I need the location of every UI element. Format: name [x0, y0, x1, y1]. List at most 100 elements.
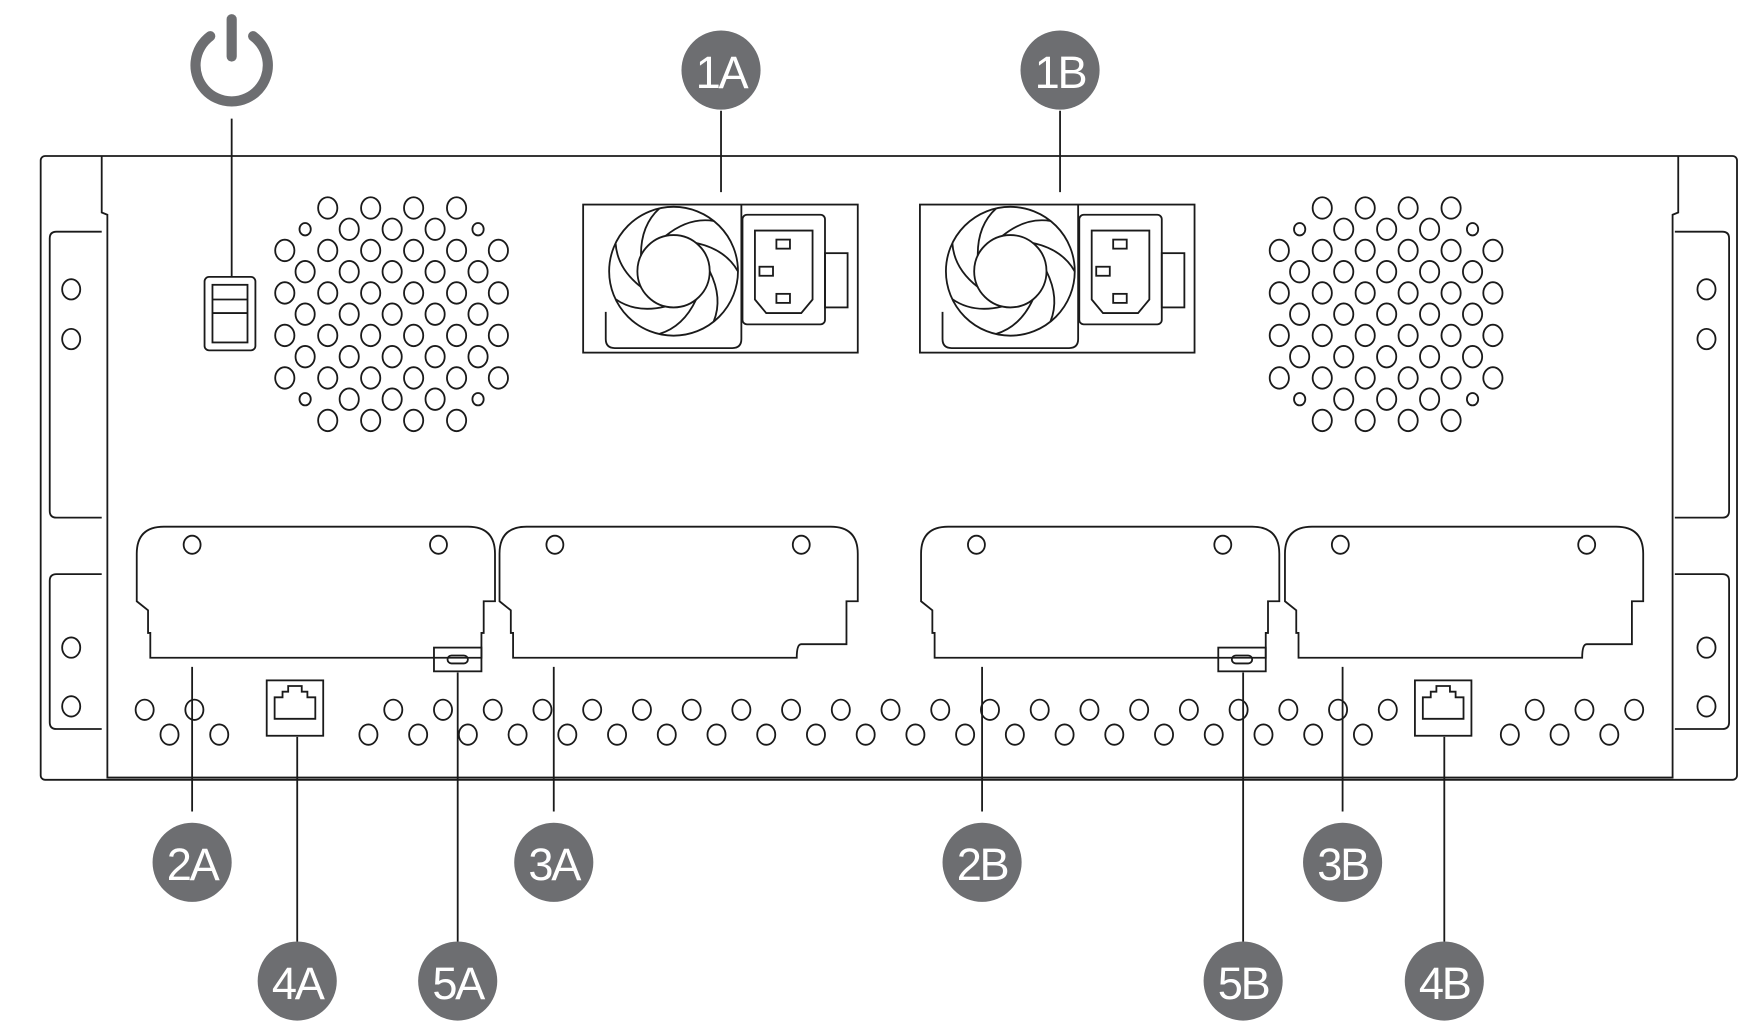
callout-label: 3A [528, 839, 582, 890]
fan-blade [951, 243, 979, 288]
vent-hole [791, 534, 811, 555]
vent-hole [880, 698, 901, 721]
callout-3A: 3A [514, 666, 594, 902]
vent-hole [1311, 196, 1333, 220]
mounting-holes [61, 278, 1717, 718]
vent-hole [1268, 238, 1290, 263]
vent-hole [1333, 387, 1355, 411]
rj45-frame [1414, 679, 1473, 737]
vent-hole [274, 366, 296, 390]
vent-hole [656, 723, 677, 746]
power-icon [190, 14, 273, 277]
vent-hole [1333, 217, 1355, 241]
fan-blade [951, 298, 1003, 310]
vent-hole [731, 698, 752, 721]
module-2B [920, 525, 1281, 673]
psu-frame [919, 203, 1196, 354]
vent-hole [360, 323, 382, 348]
vent-hole [1289, 345, 1311, 369]
fan-blade [1045, 270, 1056, 323]
vent-hole [1079, 698, 1100, 721]
ethernet-port-A [265, 679, 325, 737]
socket-pin [1112, 292, 1128, 304]
vent-hole [1376, 260, 1398, 284]
callout-2B: 2B [942, 666, 1022, 902]
vent-hole [1482, 238, 1504, 263]
vent-hole [1376, 387, 1398, 411]
callout-4A: 4A [257, 736, 337, 1021]
vent-hole [1333, 345, 1355, 369]
vent-hole [294, 302, 316, 326]
vent-hole [298, 222, 312, 237]
socket-pin [758, 265, 774, 277]
vent-hole [381, 345, 403, 369]
vent-hole [1462, 302, 1484, 326]
vent-hole [1311, 366, 1333, 390]
bottom-vent-holes [134, 679, 1645, 746]
vent-hole [905, 723, 926, 746]
vent-hole [967, 534, 986, 555]
vent-hole [487, 281, 509, 305]
vent-hole [1203, 723, 1224, 746]
vent-hole [1330, 534, 1350, 555]
vent-hole [1278, 698, 1299, 721]
vent-hole [338, 345, 360, 369]
fan-blade [708, 270, 719, 323]
vent-hole [381, 302, 403, 326]
rj45-frame [265, 679, 325, 737]
iec-socket [754, 229, 814, 314]
callout-badge [152, 822, 232, 902]
vent-hole [1499, 723, 1520, 746]
socket-pin [775, 238, 791, 250]
vent-hole [1268, 366, 1290, 390]
vent-hole [424, 345, 446, 369]
vent-hole [159, 723, 180, 746]
vent-hole [317, 408, 339, 433]
callout-2A: 2A [152, 666, 232, 902]
callout-4B: 4B [1404, 736, 1484, 1021]
callout-3B: 3B [1303, 666, 1383, 902]
vent-hole [317, 366, 339, 390]
vent-hole [487, 366, 509, 390]
callout-badge [1404, 941, 1484, 1021]
callout-badge [418, 941, 498, 1021]
vent-hole [1397, 238, 1419, 263]
vent-hole [403, 281, 425, 305]
vent-hole [1354, 196, 1376, 220]
vent-hole [607, 723, 627, 746]
vent-hole [1328, 698, 1349, 721]
module-outline [1284, 525, 1645, 659]
fan-blade [614, 298, 666, 310]
vent-hole [61, 327, 82, 351]
chassis [39, 155, 1738, 781]
vent-hole [545, 534, 565, 555]
fan-icon [945, 205, 1076, 337]
module-2A [135, 525, 496, 673]
vent-hole [1311, 281, 1333, 305]
callout-badge [257, 941, 337, 1021]
vent-hole [182, 534, 202, 555]
vent-hole [1397, 323, 1419, 348]
psu-handle [604, 204, 743, 350]
callout-1B: 1B [1020, 30, 1100, 193]
fan-hub [973, 234, 1048, 309]
vent-hole [681, 698, 702, 721]
vent-hole [1253, 723, 1274, 746]
vent-hole [1178, 698, 1199, 721]
vent-hole [317, 238, 339, 263]
io-modules [135, 525, 1645, 673]
usb-port [433, 646, 483, 673]
socket-pin [775, 292, 791, 304]
socket-pin [1095, 265, 1111, 277]
vent-hole [381, 260, 403, 284]
ethernet-port-B [1414, 679, 1473, 737]
vent-hole [298, 392, 312, 407]
power-switch[interactable] [203, 275, 257, 352]
usb-slot [1230, 654, 1254, 665]
vent-hole [980, 698, 1000, 721]
vent-hole [433, 698, 453, 721]
vent-hole [1577, 534, 1597, 555]
vent-hole [1599, 723, 1620, 746]
vent-hole [408, 723, 429, 746]
